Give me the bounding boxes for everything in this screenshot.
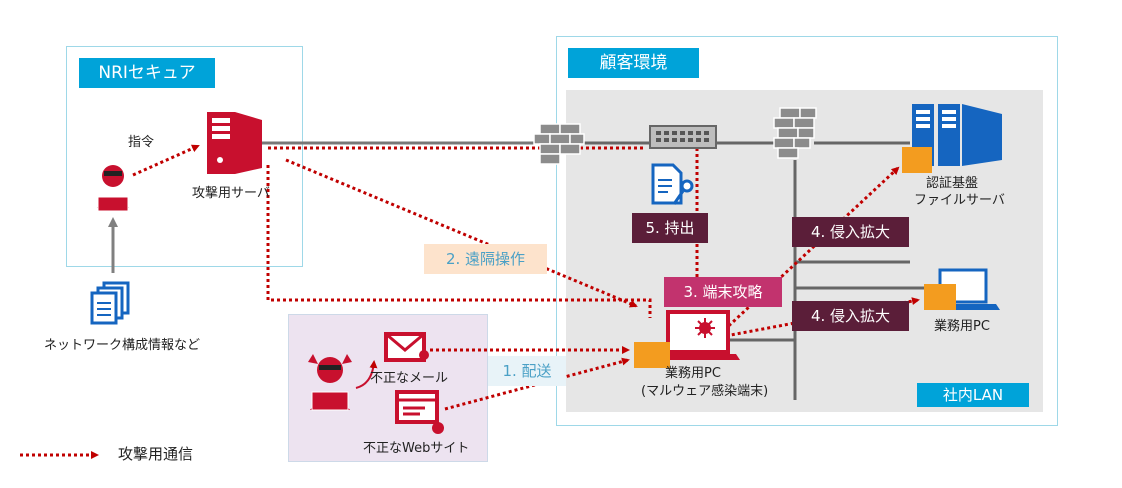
network-lines [262,141,930,400]
documents-icon [90,281,130,325]
document-key-icon [651,163,694,205]
firewall-icon-1 [533,123,585,165]
attack-server-icon [207,112,262,174]
firewall-icon-2 [773,107,817,159]
internal-lan-label: 社内LAN [917,383,1029,407]
malicious-mail-label: 不正なメール [370,371,449,386]
infected-pc-icon [634,310,740,368]
nri-title: NRIセキュア [79,58,215,88]
info-label: ネットワーク構成情報など [44,338,201,353]
legend-label: 攻撃用通信 [118,445,194,463]
malicious-web-icon [395,390,444,434]
step-remote-control: 2. 遠隔操作 [424,244,547,274]
work-pc-label: 業務用PC [934,319,990,334]
evil-hacker-icon [308,354,378,411]
command-label: 指令 [128,135,155,150]
infected-pc-label-1: 業務用PC [665,366,721,381]
work-pc-icon [924,268,1000,310]
step-expansion-1: 4. 侵入拡大 [792,217,909,247]
auth-server-icon [902,104,1002,173]
step-terminal-attack: 3. 端末攻略 [664,277,782,307]
hacker-icon [97,165,129,212]
auth-server-label-1: 認証基盤 [926,176,979,191]
step-exfiltration: 5. 持出 [632,213,708,243]
infected-pc-label-2: (マルウェア感染端末) [641,384,769,399]
step-expansion-2: 4. 侵入拡大 [792,301,909,331]
switch-icon [649,125,717,149]
malicious-mail-icon [384,332,429,362]
step-delivery: 1. 配送 [488,356,566,386]
malicious-web-label: 不正なWebサイト [363,441,470,456]
attack-server-label: 攻撃用サーバ [192,186,270,201]
customer-title: 顧客環境 [568,48,699,78]
auth-server-label-2: ファイルサーバ [914,193,1005,208]
